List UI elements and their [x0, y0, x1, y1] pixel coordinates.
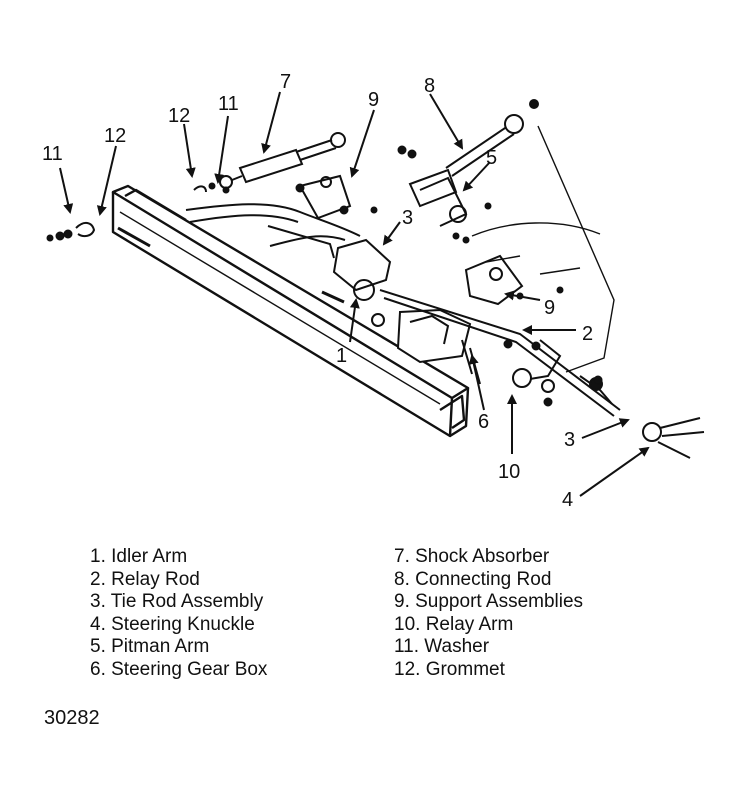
hardware	[46, 145, 603, 407]
callout-3-lower: 3	[564, 429, 575, 451]
callout-11-mid: 11	[218, 93, 239, 115]
legend-item-relay-rod: 2. Relay Rod	[90, 568, 200, 590]
legend-item-washer: 11. Washer	[394, 636, 490, 657]
callout-11-left: 11	[42, 143, 63, 165]
callout-12-mid: 12	[168, 105, 190, 127]
idler-arm-assembly	[298, 174, 392, 327]
callout-6: 6	[478, 411, 489, 433]
legend-item-idler-arm: 1. Idler Arm	[90, 546, 188, 567]
legend-item-steering-gear-box: 6. Steering Gear Box	[90, 658, 268, 680]
leader-arrows	[59, 91, 650, 497]
parts-legend-right: 7. Shock Absorber 8. Connecting Rod 9. S…	[394, 546, 583, 681]
callout-10: 10	[498, 461, 520, 483]
legend-item-grommet: 12. Grommet	[394, 658, 505, 680]
callout-7: 7	[280, 71, 291, 93]
callout-5: 5	[486, 147, 497, 169]
guide-lines	[471, 125, 615, 373]
tie-rod-assembly	[579, 375, 705, 459]
legend-item-steering-knuckle: 4. Steering Knuckle	[90, 613, 255, 635]
legend-item-pitman-arm: 5. Pitman Arm	[90, 636, 210, 657]
callout-4: 4	[562, 489, 573, 511]
legend-item-shock-absorber: 7. Shock Absorber	[394, 546, 550, 567]
legend-item-support-assemblies: 9. Support Assemblies	[394, 591, 584, 612]
callout-9-right: 9	[544, 297, 555, 319]
legend-item-relay-arm: 10. Relay Arm	[394, 613, 514, 635]
legend-item-tie-rod-assembly: 3. Tie Rod Assembly	[90, 591, 264, 612]
callout-9-top: 9	[368, 89, 379, 111]
parts-legend-left: 1. Idler Arm 2. Relay Rod 3. Tie Rod Ass…	[90, 546, 267, 681]
callout-3-upper: 3	[402, 207, 413, 229]
frame-crossmember	[111, 184, 470, 438]
figure-id: 30282	[44, 707, 100, 729]
connecting-rod	[408, 99, 539, 208]
callout-2: 2	[582, 323, 593, 345]
support-bar	[185, 203, 361, 259]
callout-1: 1	[336, 345, 347, 367]
callout-8: 8	[424, 75, 435, 97]
callout-12-left: 12	[104, 125, 126, 147]
legend-item-connecting-rod: 8. Connecting Rod	[394, 568, 552, 590]
steering-linkage-illustration: 11 12 12 11 7 9 8 5 3 9 2 1 6 10 3 4	[42, 71, 705, 511]
